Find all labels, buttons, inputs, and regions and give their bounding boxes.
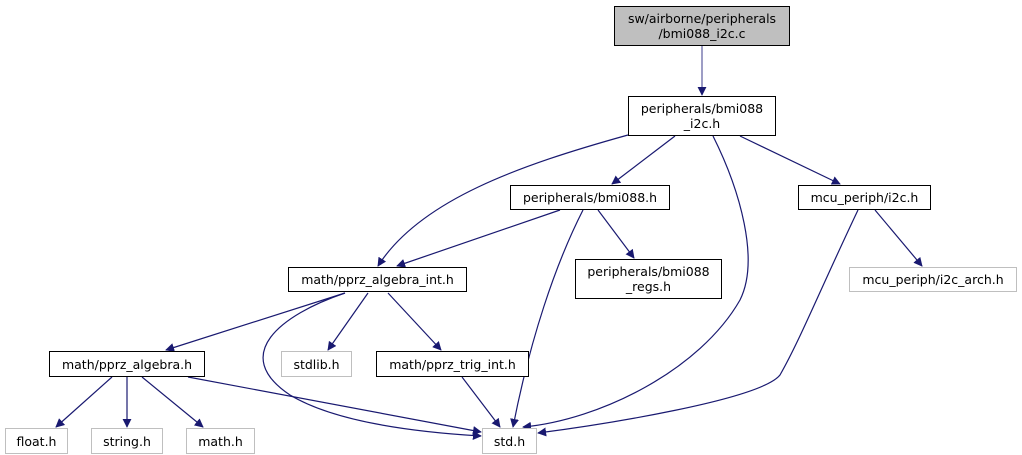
edge-i2c_h-to-i2c_arch [874, 209, 923, 267]
edge-trig-to-std [461, 376, 501, 428]
node-string: string.h [91, 428, 163, 454]
edge-algebra-to-std [187, 376, 482, 435]
node-bmi088-i2c-h[interactable]: peripherals/bmi088 _i2c.h [628, 96, 776, 136]
node-algebra-int[interactable]: math/pprz_algebra_int.h [288, 267, 467, 292]
edge-bmi088_i2c_h-to-algebra_int [377, 134, 629, 267]
edge-bmi088_h-to-regs [597, 209, 635, 259]
edge-algebra_int-to-std [262, 292, 482, 441]
node-i2c-arch: mcu_periph/i2c_arch.h [849, 267, 1017, 292]
node-float: float.h [5, 428, 68, 454]
edge-algebra-to-math [141, 376, 204, 428]
edge-algebra_int-to-stdlib [327, 292, 369, 351]
edge-bmi088_h-to-std [510, 209, 584, 428]
node-std: std.h [482, 428, 537, 454]
edge-bmi088_i2c_h-to-bmi088_h [611, 135, 676, 185]
node-root: sw/airborne/peripherals /bmi088_i2c.c [614, 6, 790, 46]
edge-bmi088_i2c_h-to-i2c_h [739, 135, 841, 185]
node-stdlib: stdlib.h [281, 351, 352, 377]
node-math: math.h [186, 428, 255, 454]
edge-algebra-to-float [55, 376, 113, 428]
node-trig[interactable]: math/pprz_trig_int.h [376, 351, 529, 377]
node-bmi088-h[interactable]: peripherals/bmi088.h [510, 185, 670, 210]
node-regs[interactable]: peripherals/bmi088 _regs.h [575, 259, 722, 299]
edge-algebra_int-to-algebra [165, 292, 346, 352]
node-i2c-h[interactable]: mcu_periph/i2c.h [798, 185, 931, 210]
edge-bmi088_h-to-algebra_int [396, 209, 561, 268]
edge-bmi088_i2c_h-to-std [522, 135, 749, 431]
node-algebra[interactable]: math/pprz_algebra.h [49, 351, 205, 377]
edge-algebra_int-to-trig [387, 292, 442, 351]
edge-i2c_h-to-std [537, 209, 859, 437]
